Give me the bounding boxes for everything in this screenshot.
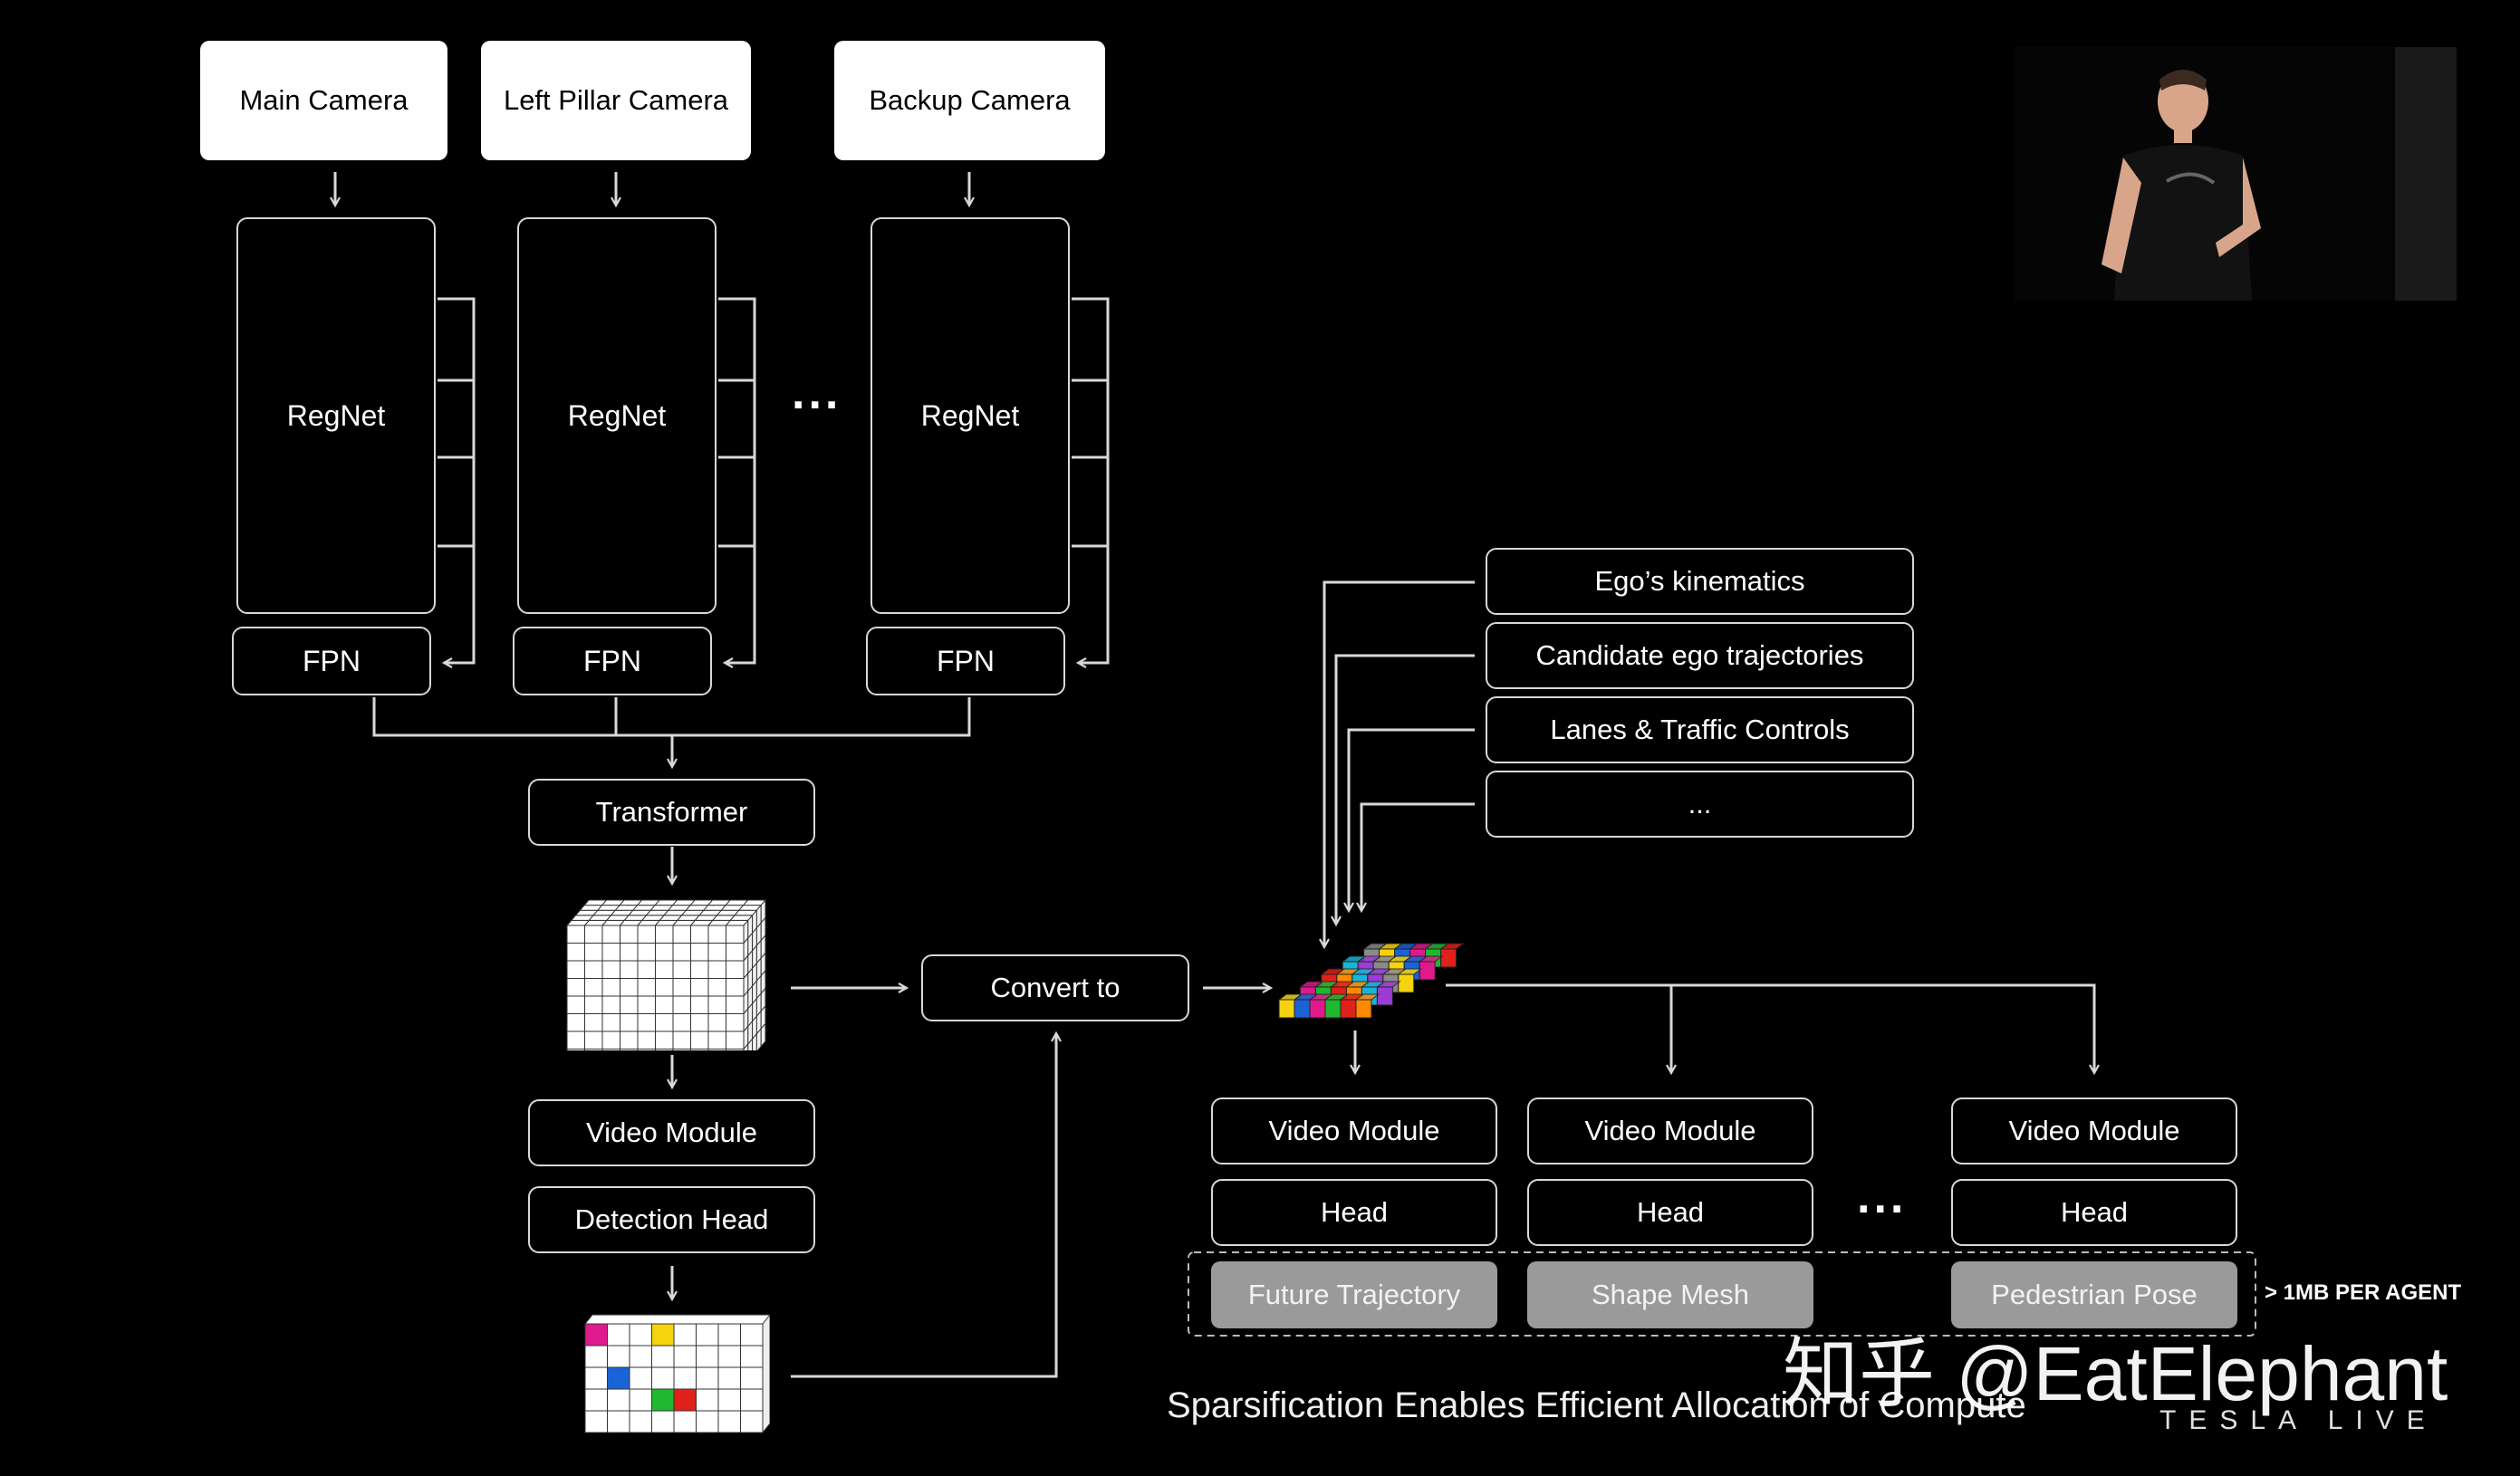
detection-cells <box>583 1314 770 1434</box>
speaker-video-thumbnail <box>2015 47 2457 301</box>
regnet-left-pillar: RegNet <box>517 217 717 614</box>
camera-backup: Backup Camera <box>834 41 1105 160</box>
head-pose: Head <box>1951 1179 2237 1246</box>
per-agent-note: > 1MB PER AGENT <box>2265 1280 2462 1305</box>
voxel-cells <box>565 898 767 1050</box>
convert-block: Convert to <box>921 954 1189 1021</box>
input-ego-kinematics: Ego’s kinematics <box>1486 548 1914 615</box>
output-pedestrian-pose: Pedestrian Pose <box>1951 1261 2237 1328</box>
input-lanes-traffic: Lanes & Traffic Controls <box>1486 696 1914 763</box>
heads-ellipsis: ... <box>1857 1171 1908 1223</box>
fpn-left-pillar: FPN <box>513 627 712 695</box>
input-more: ... <box>1486 771 1914 838</box>
slide-caption: Sparsification Enables Efficient Allocat… <box>1167 1385 2026 1425</box>
outputs-dashed-outline <box>1188 1251 2256 1337</box>
cameras-ellipsis: ... <box>792 367 842 419</box>
camera-main: Main Camera <box>200 41 447 160</box>
camera-left-pillar: Left Pillar Camera <box>481 41 751 160</box>
fpn-backup: FPN <box>866 627 1065 695</box>
regnet-main: RegNet <box>236 217 436 614</box>
transformer-block: Transformer <box>528 779 815 846</box>
detection-head: Detection Head <box>528 1186 815 1253</box>
head-shape: Head <box>1527 1179 1813 1246</box>
video-module-pose: Video Module <box>1951 1097 2237 1165</box>
sparse-cells <box>1277 943 1466 1019</box>
output-future-trajectory: Future Trajectory <box>1211 1261 1497 1328</box>
fpn-main: FPN <box>232 627 431 695</box>
sparse-tensor <box>1277 943 1466 1019</box>
regnet-backup: RegNet <box>870 217 1070 614</box>
input-candidate-trajectories: Candidate ego trajectories <box>1486 622 1914 689</box>
detection-grid <box>583 1314 770 1434</box>
video-module-shape: Video Module <box>1527 1097 1813 1165</box>
speaker-figure <box>2102 47 2457 301</box>
video-module-left: Video Module <box>528 1099 815 1166</box>
video-module-trajectory: Video Module <box>1211 1097 1497 1165</box>
output-shape-mesh: Shape Mesh <box>1527 1261 1813 1328</box>
head-trajectory: Head <box>1211 1179 1497 1246</box>
watermark: 知乎 @EatElephant <box>1783 1331 2448 1416</box>
voxel-feature-grid <box>565 898 767 1050</box>
tesla-live-logo: TESLA LIVE <box>2159 1405 2438 1435</box>
